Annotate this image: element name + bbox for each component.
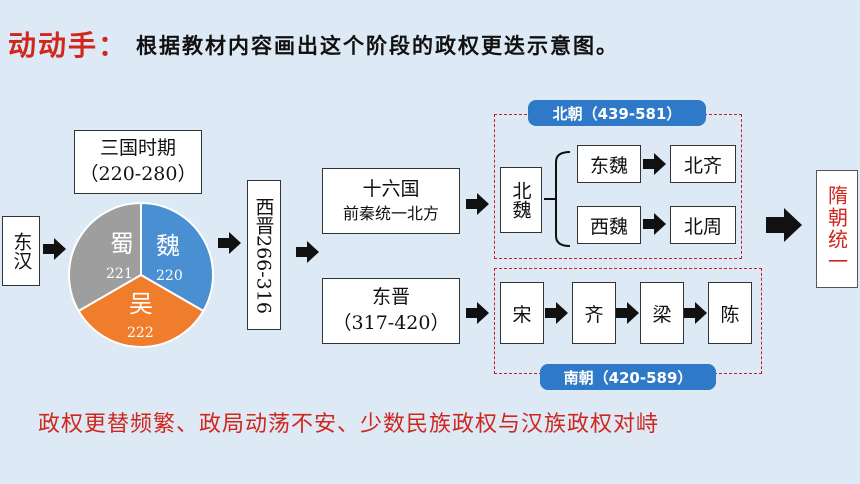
pie-label-shu: 蜀 [110, 230, 134, 258]
dong-han-box: 东汉 [2, 216, 40, 286]
activity-heading-text: 根据教材内容画出这个阶段的政权更迭示意图。 [136, 33, 619, 58]
three-kingdoms-period-box: 三国时期 （220-280） [74, 130, 202, 194]
southern-dynasties-label: 南朝（420-589） [540, 364, 716, 390]
pie-year-wu: 222 [127, 325, 154, 341]
arrow-sixteen-to-beiwei [466, 193, 489, 215]
dong-han-label: 东汉 [10, 232, 33, 270]
bei-zhou-box: 北周 [670, 206, 736, 244]
qi-box: 齐 [572, 282, 616, 344]
qian-qin-label: 前秦统一北方 [342, 204, 439, 224]
liang-box: 梁 [640, 282, 684, 344]
pie-label-wei: 魏 [156, 232, 180, 260]
sixteen-kingdoms-box: 十六国 前秦统一北方 [322, 168, 460, 234]
pie-slice-shu [68, 201, 142, 313]
pie-label-wu: 吴 [129, 290, 153, 318]
bei-wei-label: 北魏 [509, 181, 532, 219]
chen-box: 陈 [708, 282, 752, 344]
sui-unification-label: 隋朝统一 [824, 185, 849, 273]
dong-jin-box: 东晋 （317-420） [322, 278, 460, 344]
pie-year-shu: 221 [106, 266, 133, 282]
three-kingdoms-years: （220-280） [79, 163, 197, 185]
three-kingdoms-pie: 蜀 221 魏 220 吴 222 [68, 201, 214, 348]
dong-jin-years: （317-420） [332, 312, 450, 334]
northern-dynasties-label: 北朝（439-581） [528, 100, 706, 126]
song-box: 宋 [500, 282, 544, 344]
xi-jin-box: 西晋266-316 [247, 180, 281, 330]
activity-heading-accent: 动动手： [8, 29, 129, 62]
sui-unification-box: 隋朝统一 [816, 170, 858, 288]
arrow-dongjin-to-song [466, 302, 489, 324]
dong-wei-box: 东魏 [577, 145, 641, 183]
arrow-north-to-sui [766, 208, 802, 242]
pie-year-wei: 220 [156, 268, 183, 284]
xi-wei-box: 西魏 [577, 206, 641, 244]
bei-qi-box: 北齐 [670, 145, 736, 183]
dong-jin-title: 东晋 [371, 286, 410, 309]
arrow-xijin-to-sixteen [296, 241, 319, 263]
pie-slice-wei [140, 201, 214, 313]
arrow-threekingdoms-to-xijin [218, 232, 241, 254]
pie-slice-wu [77, 273, 205, 348]
conclusion-text: 政权更替频繁、政局动荡不安、少数民族政权与汉族政权对峙 [38, 412, 660, 437]
bei-wei-box: 北魏 [500, 167, 542, 233]
arrow-donghan-to-threekingdoms [43, 238, 66, 260]
three-kingdoms-title: 三国时期 [99, 137, 176, 160]
xi-jin-label: 西晋266-316 [252, 196, 275, 314]
sixteen-kingdoms-title: 十六国 [362, 178, 420, 201]
